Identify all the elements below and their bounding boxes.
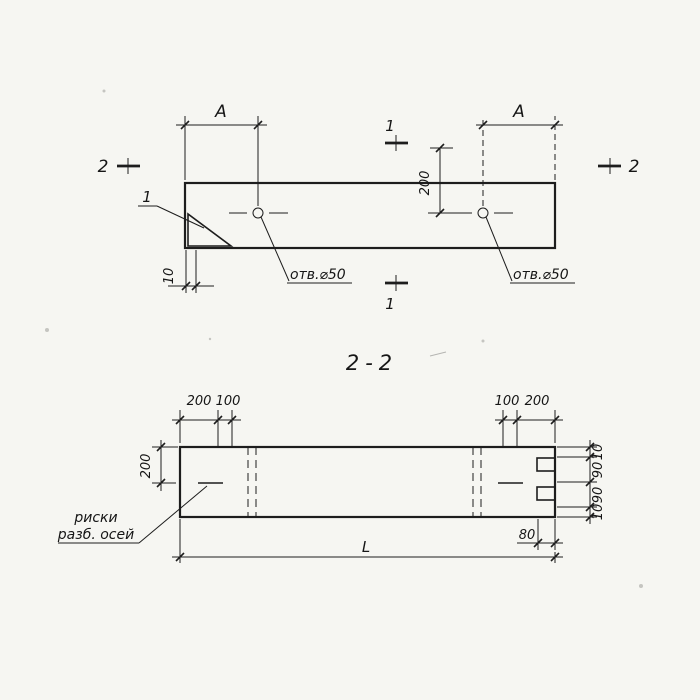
hidden-axis-lines xyxy=(247,447,482,517)
section-mark-2-right-label: 2 xyxy=(629,157,640,177)
dim-top-left-200: 200 xyxy=(187,394,212,409)
beam-outline-plan xyxy=(183,181,557,250)
section-mark-1-bottom: 1 xyxy=(385,275,408,313)
dim-width-200: 200 xyxy=(139,440,178,491)
dim-top-left-100: 100 xyxy=(216,394,241,409)
section-mark-1-bottom-label: 1 xyxy=(385,295,395,313)
section-title: 2-2 xyxy=(346,351,398,375)
dim-right-90-top: 90 xyxy=(591,462,606,479)
scan-specks xyxy=(45,89,643,588)
dim-top-left: 200 100 xyxy=(172,394,241,447)
section-mark-2-right: 2 xyxy=(598,157,639,177)
dim-thickness-10-label: 10 xyxy=(162,268,177,285)
hole-callout-left: отв.⌀50 xyxy=(260,216,352,284)
section-mark-1-top: 1 xyxy=(385,117,408,151)
dim-length-L: L xyxy=(172,519,563,563)
groove-top xyxy=(536,457,556,472)
section-view: 200 100 100 200 200 xyxy=(57,394,606,563)
hole-callout-right: отв.⌀50 xyxy=(485,216,575,284)
axis-note: риски разб. осей xyxy=(57,485,208,544)
section-mark-1-top-label: 1 xyxy=(385,117,395,135)
dim-offset-200: 200 xyxy=(418,143,470,218)
dim-right-10-top: 10 xyxy=(591,444,606,461)
beam-outline-section xyxy=(178,445,557,519)
dim-a-left-label: A xyxy=(214,102,227,122)
dim-top-right-100: 100 xyxy=(495,394,520,409)
axis-note-line2: разб. осей xyxy=(57,527,134,543)
detail-callout-1-label: 1 xyxy=(142,188,152,206)
dim-offset-200-label: 200 xyxy=(418,171,433,196)
dim-groove-80-label: 80 xyxy=(519,528,536,543)
section-mark-2-left: 2 xyxy=(98,157,140,177)
dim-groove-80: 80 xyxy=(517,519,563,550)
dim-top-right-200: 200 xyxy=(525,394,550,409)
dim-a-left: A xyxy=(176,102,267,206)
dim-right-10-bottom: 10 xyxy=(591,504,606,521)
dim-width-200-label: 200 xyxy=(139,454,154,479)
dim-a-right: A xyxy=(476,102,563,206)
hole-callout-left-label: отв.⌀50 xyxy=(290,267,346,283)
corner-plate-triangle xyxy=(187,212,234,247)
dim-right-90-bottom: 90 xyxy=(591,487,606,504)
hole-left xyxy=(229,207,288,219)
dim-a-right-label: A xyxy=(512,102,525,122)
dim-top-right: 100 200 xyxy=(495,394,563,447)
hole-callout-right-label: отв.⌀50 xyxy=(513,267,569,283)
axis-note-line1: риски xyxy=(73,510,117,526)
dim-thickness-10: 10 xyxy=(162,250,214,293)
section-mark-2-left-label: 2 xyxy=(98,157,109,177)
top-view: A A 1 1 2 2 xyxy=(98,102,640,313)
groove-bottom xyxy=(536,486,556,501)
dim-right-stack: 10 90 90 10 xyxy=(557,440,606,524)
dim-length-L-label: L xyxy=(362,538,370,556)
detail-callout-1: 1 xyxy=(138,188,205,229)
